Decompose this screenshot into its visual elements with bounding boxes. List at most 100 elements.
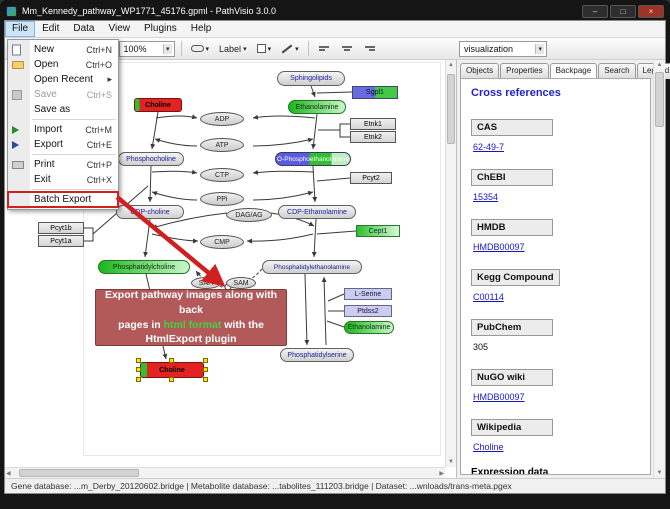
node-etnk2[interactable]: Etnk2 [350,131,396,143]
xref-link[interactable]: HMDB00097 [473,392,525,402]
xref-link[interactable]: HMDB00097 [473,242,525,252]
menu-data[interactable]: Data [73,23,95,34]
node-o-phosphoethanolamine[interactable]: O-Phosphoethanolamine [275,152,351,166]
shape-tool-button[interactable]: ▾ [254,40,275,57]
menu-item-save[interactable]: Save Ctrl+S [8,87,118,102]
xref-link[interactable]: 62-49-7 [473,142,505,152]
scrollbar-thumb[interactable] [19,469,139,477]
canvas-vertical-scrollbar[interactable]: ▲ ▼ [445,60,456,467]
node-phosphatidylserine[interactable]: Phosphatidylserine [280,348,354,362]
side-panel: Objects Properties Backpage Search Legen… [457,60,670,478]
menu-item-label: Import [34,124,63,135]
datanode-tool-button[interactable]: ▾ [188,40,213,57]
maximize-button[interactable]: □ [610,4,636,18]
node-phosphatidylethanolamine[interactable]: Phosphatidylethanolamine [262,260,362,274]
menu-file[interactable]: File [5,21,36,37]
tab-search[interactable]: Search [598,63,636,79]
import-icon [12,125,19,134]
node-ethanolamine-2[interactable]: Ethanolamine [344,321,394,334]
scroll-down-icon[interactable]: ▼ [448,459,454,465]
sidebar-scrollbar[interactable]: ▲ ▼ [653,60,665,478]
menu-item-exit[interactable]: Exit Ctrl+X [8,172,118,187]
scroll-right-icon[interactable]: ▶ [439,470,444,477]
node-cdp-ethanolamine[interactable]: CDP-Ethanolamine [278,205,356,219]
chevron-down-icon: ▾ [163,43,172,54]
menu-item-export[interactable]: Export Ctrl+E [8,137,118,152]
node-phosphocholine[interactable]: Phosphocholine [118,152,184,166]
node-pcyt1b[interactable]: Pcyt1b [38,222,84,234]
xref-header: Wikipedia [471,419,553,436]
datanode-icon [190,45,204,52]
scrollbar-thumb[interactable] [447,74,455,144]
tab-backpage[interactable]: Backpage [549,63,598,79]
node-phosphatidylcholine[interactable]: Phosphatidylcholine [98,260,190,274]
menu-item-new[interactable]: New Ctrl+N [8,42,118,57]
xref-value: 305 [473,342,489,352]
label-tool-button[interactable]: Label▾ [216,40,250,57]
label-tool-text: Label [219,43,242,54]
node-cdp-choline[interactable]: CDP-choline [116,205,184,219]
node-pcyt1a[interactable]: Pcyt1a [38,235,84,247]
close-button[interactable]: × [638,4,664,18]
xref-header: HMDB [471,219,553,236]
canvas-horizontal-scrollbar[interactable]: ◀ ▶ [5,467,445,478]
line-icon [281,44,293,53]
node-sam[interactable]: SAM [226,277,256,289]
xref-link[interactable]: Choline [473,442,504,452]
scrollbar-thumb[interactable] [655,72,664,127]
tab-properties[interactable]: Properties [500,63,549,79]
align-left-button[interactable] [315,40,334,57]
align-center-button[interactable] [338,40,357,57]
xref-section-pubchem: PubChem 305 [471,317,640,352]
node-ppi[interactable]: PPi [200,192,244,206]
visualization-select[interactable]: visualization ▾ [459,40,547,57]
menu-help[interactable]: Help [190,23,212,34]
menu-edit[interactable]: Edit [42,23,60,34]
menu-item-open-recent[interactable]: Open Recent ▸ [8,72,118,87]
menu-item-open[interactable]: Open Ctrl+O [8,57,118,72]
node-ethanolamine[interactable]: Ethanolamine [288,100,346,114]
node-cept1[interactable]: Cept1 [356,225,400,237]
distribute-button[interactable] [361,40,380,57]
node-atp[interactable]: ATP [200,138,244,152]
menu-view[interactable]: View [108,23,130,34]
minimize-button[interactable]: – [582,4,608,18]
node-sphingolipids[interactable]: Sphingolipids [277,71,345,86]
node-choline-top[interactable]: Choline [134,98,182,112]
drawing-board [83,62,441,456]
node-ctp[interactable]: CTP [200,168,244,182]
node-pcyt2[interactable]: Pcyt2 [350,172,392,184]
node-choline-selected[interactable]: Choline [140,362,204,378]
node-l-serine[interactable]: L-Serine [344,288,392,300]
menu-item-import[interactable]: Import Ctrl+M [8,122,118,137]
chevron-down-icon: ▾ [295,45,299,53]
scroll-left-icon[interactable]: ◀ [6,470,11,477]
scroll-down-icon[interactable]: ▼ [656,470,663,476]
scroll-up-icon[interactable]: ▲ [656,62,663,68]
line-tool-button[interactable]: ▾ [278,40,302,57]
menu-item-print[interactable]: Print Ctrl+P [8,157,118,172]
menu-item-shortcut: Ctrl+P [86,159,112,170]
menu-item-save-as[interactable]: Save as [8,102,118,117]
scroll-up-icon[interactable]: ▲ [448,62,454,68]
menu-item-batch-export[interactable]: Batch Export [7,191,119,208]
node-etnk1[interactable]: Etnk1 [350,118,396,130]
menu-bar: File Edit Data View Plugins Help [5,21,665,38]
zoom-select[interactable]: 100% ▾ [118,40,175,57]
menu-plugins[interactable]: Plugins [143,23,177,34]
expression-data-heading: Expression data [471,467,549,475]
node-ptdss2[interactable]: Ptdss2 [344,305,392,317]
chevron-down-icon: ▾ [243,45,247,53]
node-cmp[interactable]: CMP [200,235,244,249]
node-dag[interactable]: DAG/AG [226,208,272,222]
tab-objects[interactable]: Objects [460,63,500,79]
menu-item-shortcut: Ctrl+O [85,59,112,70]
open-folder-icon [12,60,24,69]
callout-line-2: pages in html format with the [118,318,264,331]
xref-link[interactable]: C00114 [473,292,504,302]
callout-line-1: Export pathway images along with back [104,289,278,316]
xref-section-kegg: Kegg Compound C00114 [471,267,640,302]
node-sgpl1[interactable]: Sgpl1 [352,86,398,99]
xref-link[interactable]: 15354 [473,192,499,202]
node-adp[interactable]: ADP [200,112,244,126]
